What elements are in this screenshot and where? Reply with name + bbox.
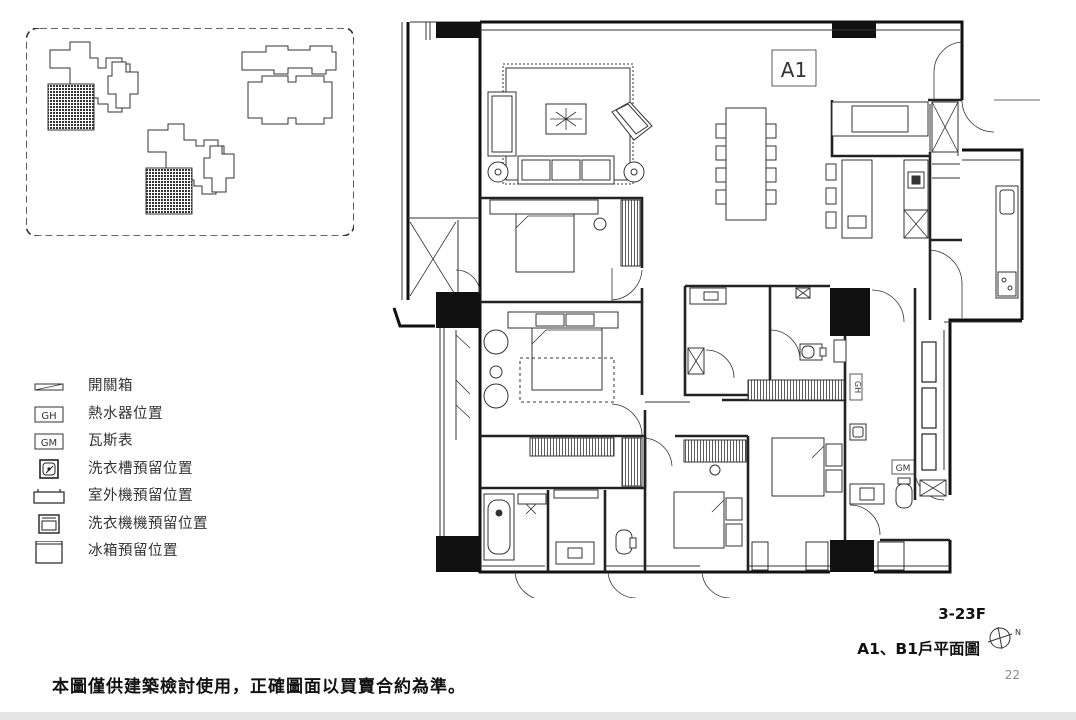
living-room-furniture [487,63,653,185]
outdoor-unit-icon [32,486,66,506]
door-swings [455,41,1040,601]
legend-item-refrigerator: 冰箱預留位置 [32,537,262,565]
master-bedroom-furniture [483,311,643,487]
legend-item-gas-meter: GM 瓦斯表 [32,427,262,455]
outdoor-units [921,341,937,471]
legend-label: 洗衣機機預留位置 [88,515,208,532]
floor-range: 3-23F [938,605,986,623]
refrigerator-icon [32,540,66,564]
gas-meter-tag: GM [891,459,915,475]
bathroom-upper-middle [687,287,847,375]
bottom-bar [0,712,1076,720]
key-map-building-upper [47,41,139,131]
bedroom-1-furniture [489,199,641,273]
plan-title: A1、B1戶平面圖 [857,640,980,658]
floor-plan-drawing: GH GM A1 [388,14,1068,602]
structural-columns [436,22,876,572]
washing-machine-icon [32,513,66,534]
legend-item-switch-box: 開關箱 [32,372,262,400]
legend-item-outdoor-unit: 室外機預留位置 [32,482,262,510]
page-number: 22 [1004,668,1020,682]
interior-thin-lines [480,29,1020,403]
balcony-cross [409,221,457,297]
gas-heater-tag: GH [849,373,863,401]
legend-symbol-text: GM [41,438,57,449]
legend: 開關箱 GH 熱水器位置 GM 瓦斯表 洗衣槽預留位置 室外機預留位置 [32,372,262,565]
gas-meter-tag-icon: GM [32,431,66,451]
unit-tag-label: A1 [781,58,807,82]
north-letter: N [1015,628,1021,637]
switch-box-icon [32,376,66,396]
key-map-border [26,28,354,236]
legend-label: 冰箱預留位置 [88,543,178,559]
north-arrow-icon: N [986,622,1022,652]
unit-tag: A1 [771,49,817,87]
dining-table [715,107,777,221]
gas-meter-label: GM [896,464,911,474]
legend-item-laundry-sink: 洗衣槽預留位置 [32,455,262,483]
legend-symbol-text: GH [41,411,56,422]
bathroom-lower-left [483,489,637,565]
bathroom-lower-right [849,423,947,509]
gas-heater-label: GH [853,381,862,393]
site-key-map [26,28,354,236]
windows [480,541,950,571]
legend-label: 熱水器位置 [88,405,163,422]
bedroom-2-furniture [673,439,747,549]
legend-item-water-heater: GH 熱水器位置 [32,400,262,428]
bedroom-3-furniture [747,379,845,497]
legend-label: 洗衣槽預留位置 [88,460,193,477]
disclaimer: 本圖僅供建築檢討使用，正確圖面以買賣合約為準。 [52,677,466,697]
kitchen-counter [825,101,1019,299]
legend-label: 室外機預留位置 [88,488,193,504]
key-map-building-right [241,45,337,125]
water-heater-tag-icon: GH [32,404,66,424]
legend-item-washing-machine: 洗衣機機預留位置 [32,510,262,538]
legend-label: 開關箱 [88,378,133,394]
legend-label: 瓦斯表 [88,433,133,449]
key-map-building-lower [145,123,235,215]
laundry-sink-icon [32,458,66,479]
